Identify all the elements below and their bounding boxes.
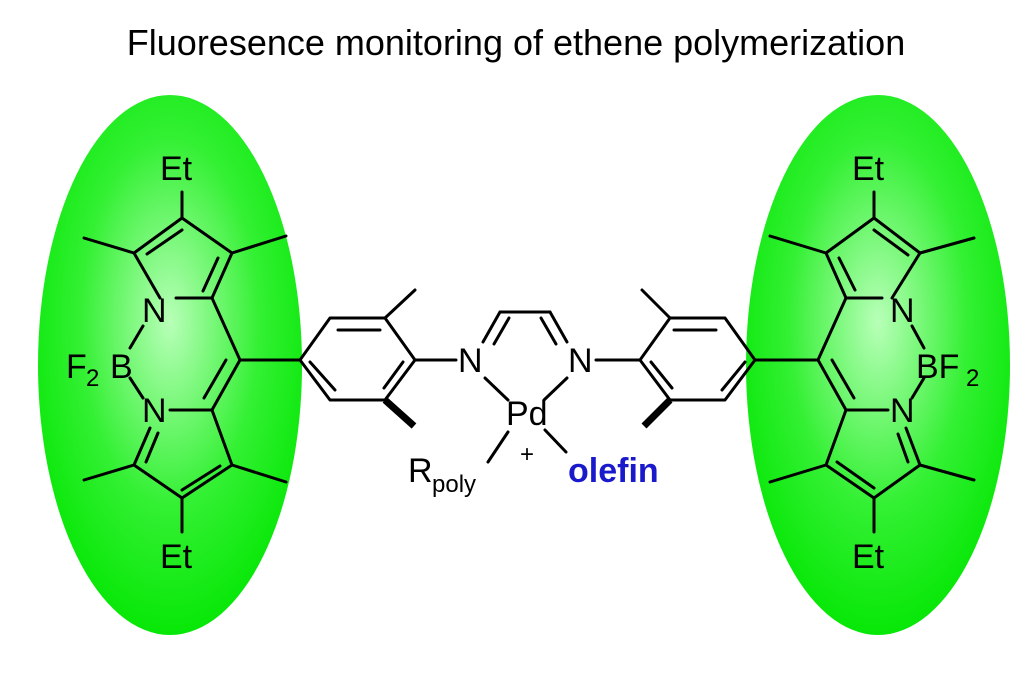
left-f: F: [66, 348, 87, 386]
right-bodipy-bonds: [768, 190, 976, 534]
diimine-n-right: N: [568, 342, 593, 380]
right-et-top: Et: [852, 150, 885, 188]
left-b: B: [110, 348, 133, 386]
left-aryl-bonds: [298, 288, 458, 429]
right-et-bottom: Et: [852, 538, 885, 576]
right-aryl-bonds: [638, 288, 820, 429]
r-poly-r: R: [408, 452, 433, 490]
right-bf-subscript: 2: [966, 365, 979, 392]
pd-atom: Pd: [506, 395, 548, 433]
right-bodipy-highlight: [746, 95, 1010, 635]
diimine-bonds: [481, 310, 642, 464]
left-n-upper: N: [142, 292, 167, 330]
olefin-label: olefin: [568, 452, 659, 490]
r-poly-subscript: poly: [432, 471, 476, 498]
diimine-n-left: N: [458, 342, 483, 380]
left-et-top: Et: [160, 150, 193, 188]
right-n-upper: N: [890, 292, 915, 330]
pd-charge: +: [520, 441, 534, 468]
left-bodipy-highlight: [38, 95, 302, 635]
right-bf: BF: [916, 348, 959, 386]
left-et-bottom: Et: [160, 538, 193, 576]
right-n-lower: N: [890, 392, 915, 430]
left-bodipy-bonds: [82, 190, 302, 534]
left-f-subscript: 2: [86, 365, 99, 392]
left-n-lower: N: [142, 392, 167, 430]
diagram-title: Fluoresence monitoring of ethene polymer…: [126, 22, 906, 63]
